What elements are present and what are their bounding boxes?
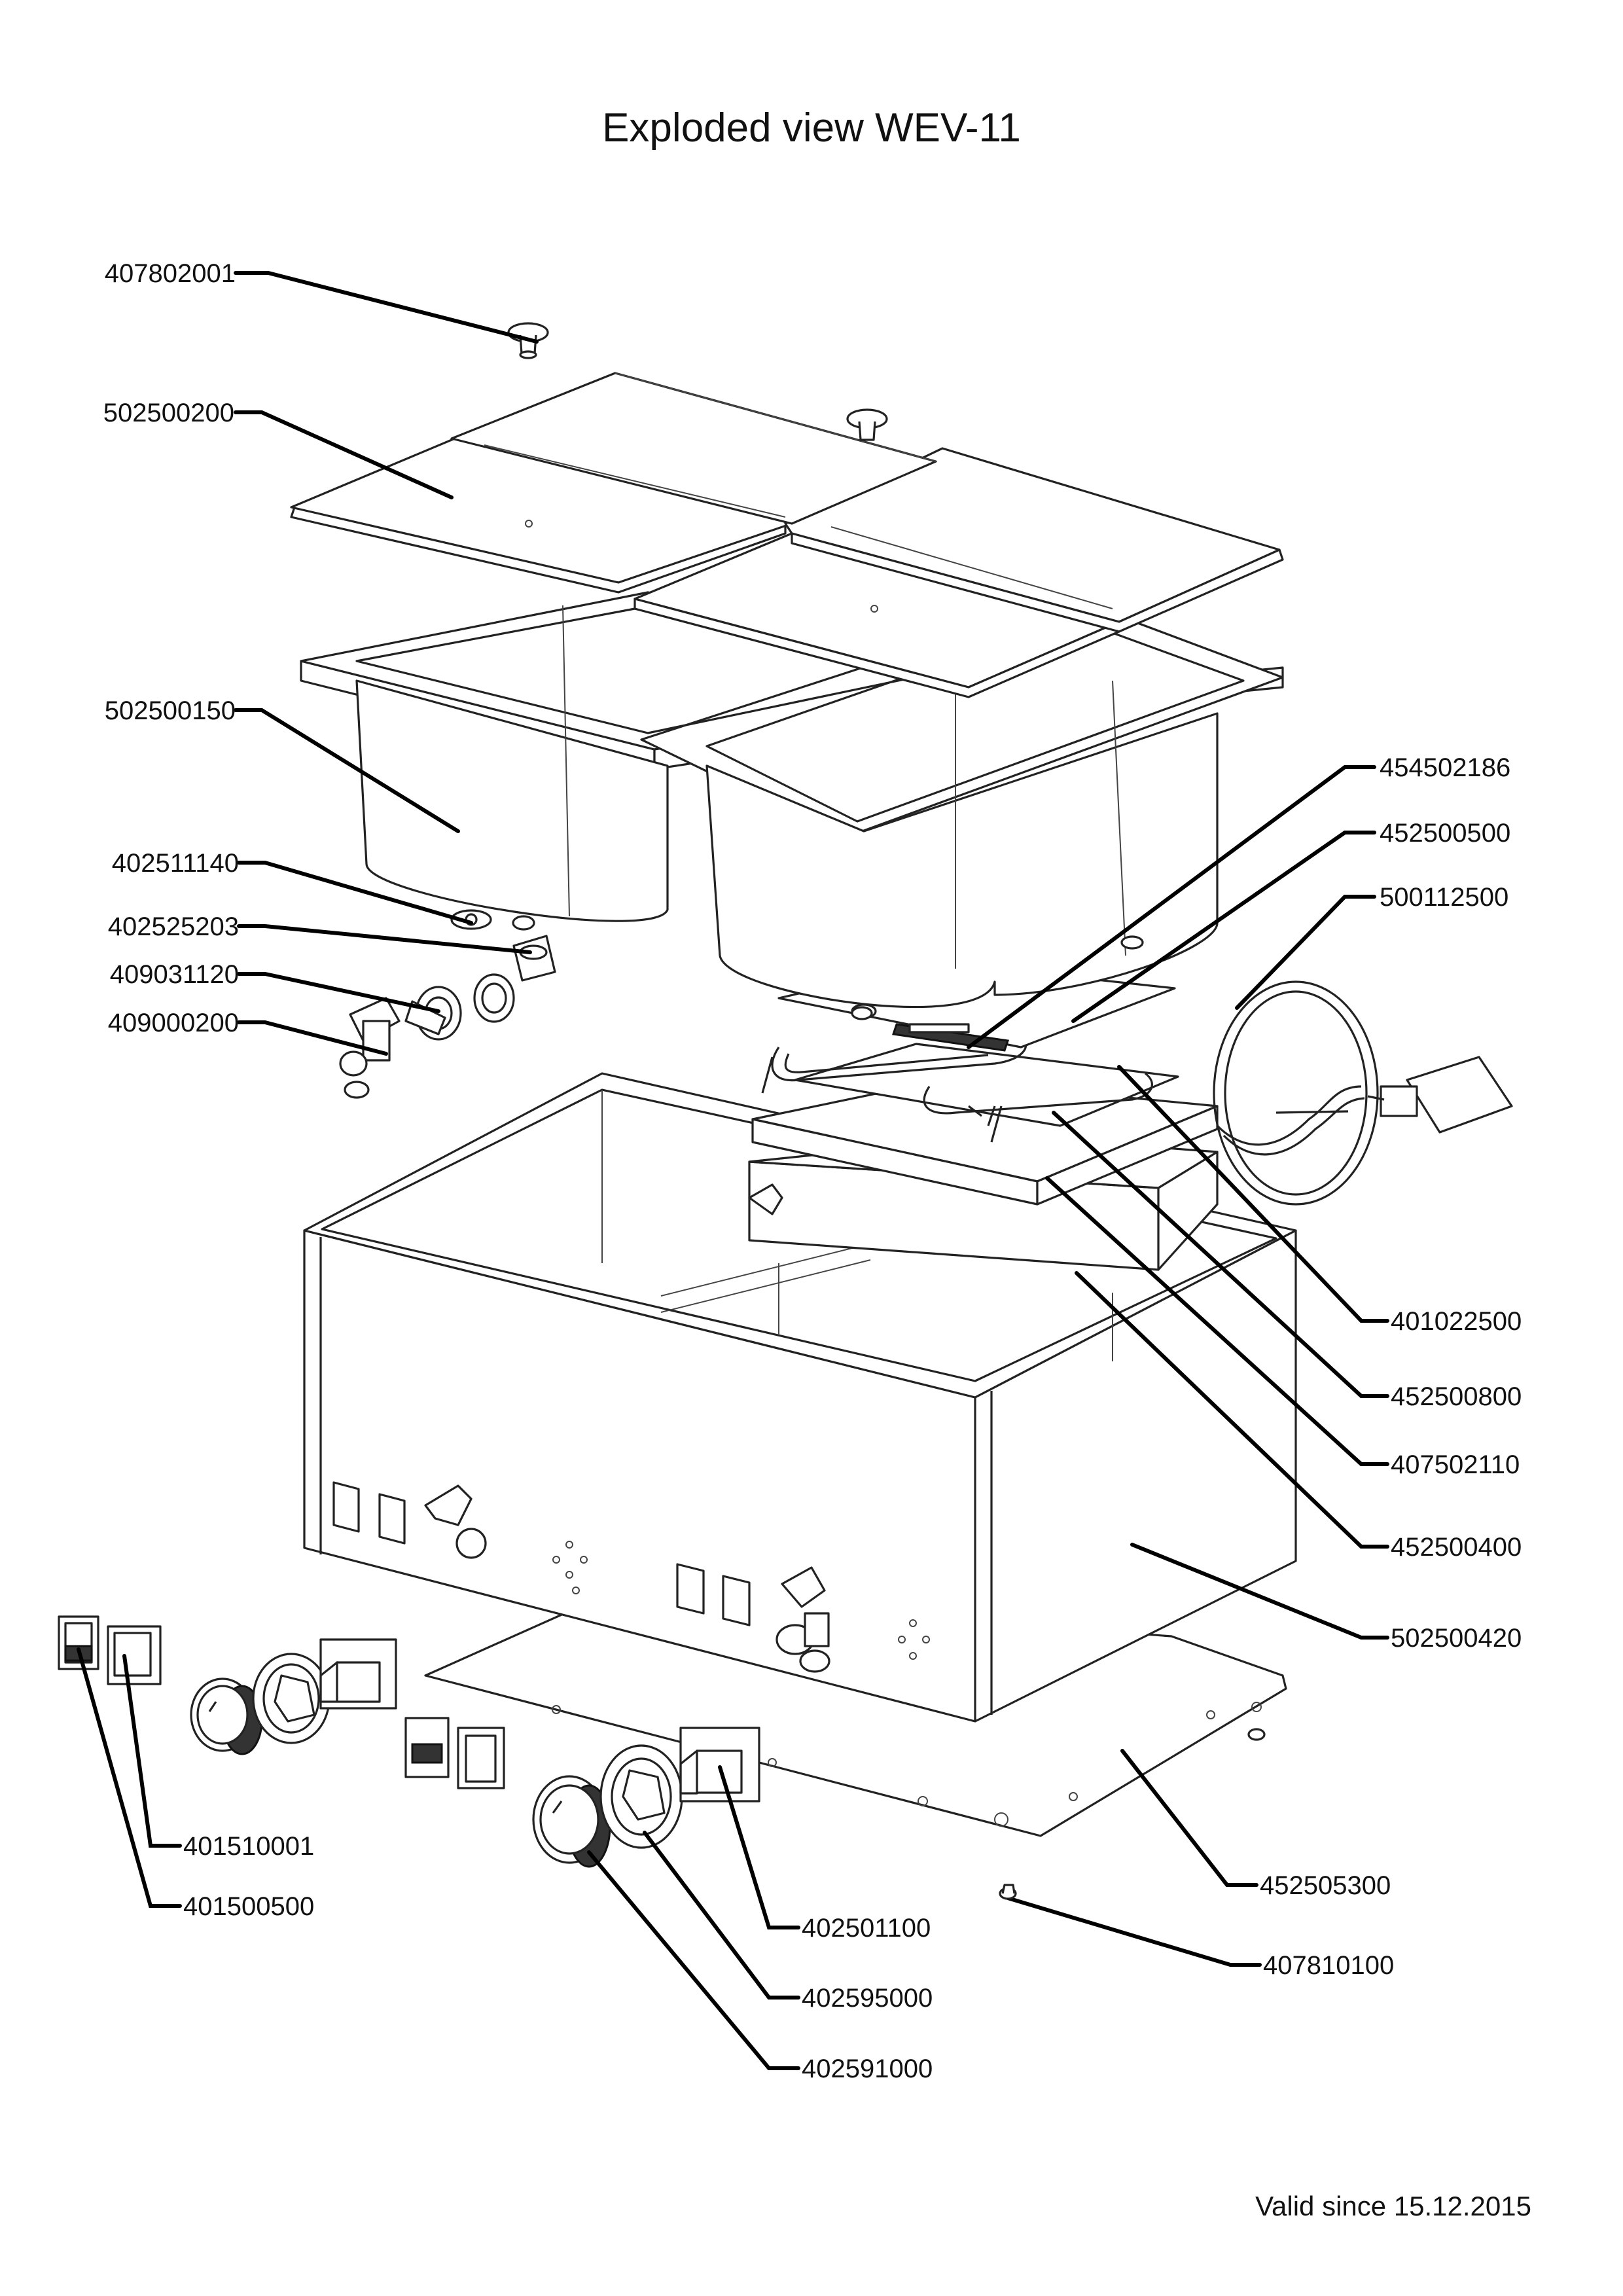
part-label: 402525203 <box>108 912 239 941</box>
part-label: 402511140 <box>112 849 239 878</box>
part-label: 407502110 <box>1391 1450 1520 1479</box>
basins-drawing <box>300 591 1284 1020</box>
part-labels: 407802001 502500200 502500150 402511140 … <box>103 259 1522 2083</box>
lids-drawing <box>290 322 1284 698</box>
controls-drawing <box>58 1615 760 1868</box>
part-label: 500112500 <box>1380 883 1508 912</box>
page-title: Exploded view WEV-11 <box>602 105 1021 151</box>
part-label: 401500500 <box>183 1892 314 1921</box>
part-label: 452500400 <box>1391 1533 1522 1562</box>
part-label: 502500150 <box>105 696 236 725</box>
part-label: 502500420 <box>1391 1624 1522 1653</box>
part-label: 452500500 <box>1380 819 1510 848</box>
leader-lines <box>77 271 1389 2070</box>
part-label: 452500800 <box>1391 1382 1522 1411</box>
part-label: 402591000 <box>802 2054 933 2083</box>
part-label: 454502186 <box>1380 753 1510 782</box>
part-label: 409000200 <box>108 1009 239 1037</box>
part-label: 402501100 <box>802 1914 931 1943</box>
part-label: 401510001 <box>183 1832 314 1861</box>
drain-fittings-drawing <box>339 935 556 1099</box>
part-label: 409031120 <box>110 960 239 989</box>
validity-footer: Valid since 15.12.2015 <box>1255 2191 1531 2221</box>
part-label: 502500200 <box>103 399 234 427</box>
part-label: 401022500 <box>1391 1307 1522 1336</box>
part-label: 452505300 <box>1260 1871 1391 1900</box>
part-label: 407802001 <box>105 259 236 288</box>
part-label: 407810100 <box>1263 1951 1394 1980</box>
part-label: 402595000 <box>802 1984 933 2013</box>
